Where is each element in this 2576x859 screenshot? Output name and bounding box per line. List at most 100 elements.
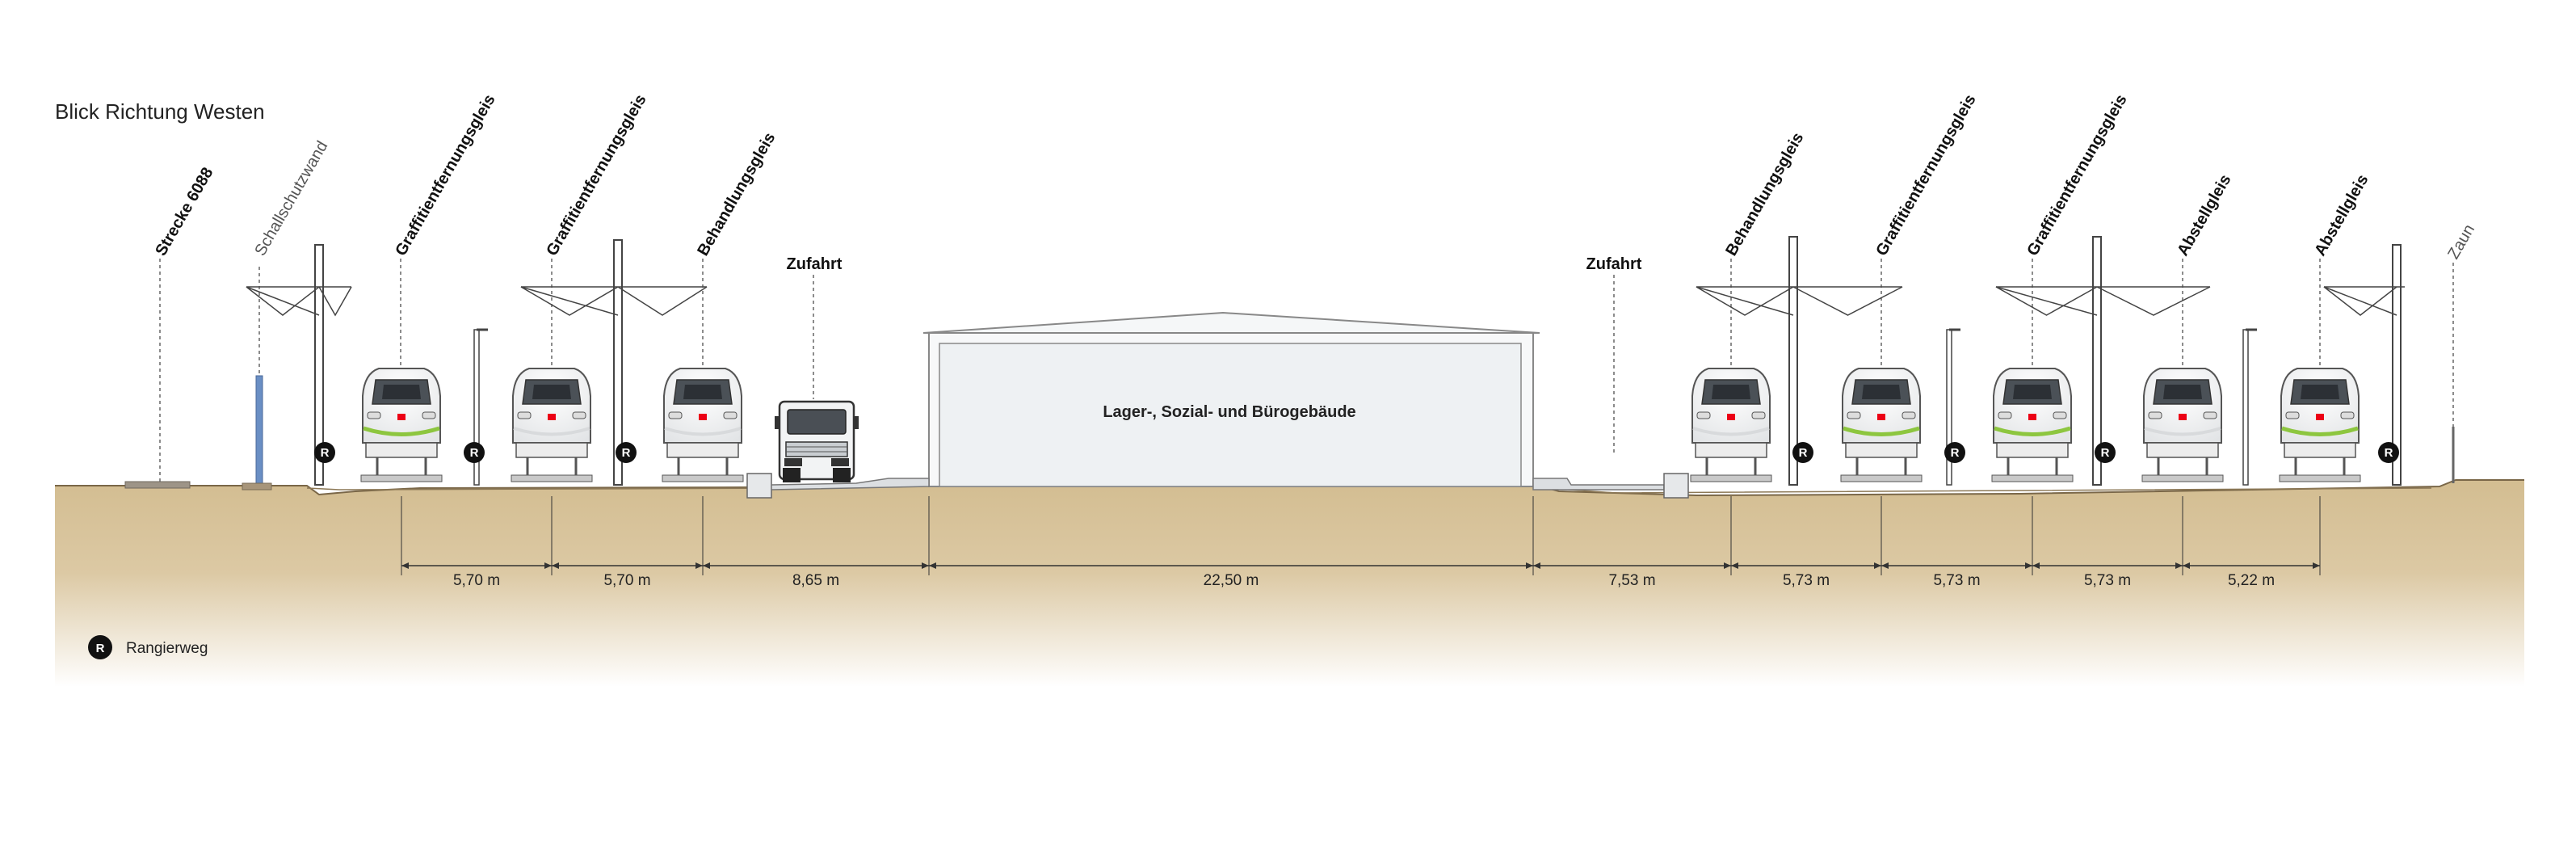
rangierweg-marker: R [2378, 442, 2399, 463]
access-road-right [1532, 473, 1689, 499]
label-graffiti-2: Graffitientfernungsgleis [543, 91, 649, 259]
legend-label: Rangierweg [126, 640, 208, 657]
train-stripe [1994, 426, 2071, 436]
dim-arrow [401, 562, 409, 569]
headlight [2148, 411, 2162, 419]
db-logo [548, 414, 556, 420]
train-stripe [1843, 426, 1920, 436]
track-strecke-6088 [124, 481, 191, 489]
headlight [1998, 411, 2012, 419]
dim-arrow [1526, 562, 1533, 569]
train [360, 368, 443, 482]
train-rail-base [2279, 474, 2361, 482]
catenary-mast [246, 244, 352, 486]
catenary-hanger [520, 286, 619, 316]
train-window-inner [1712, 385, 1750, 399]
r-circle [616, 442, 637, 463]
train-window-inner [382, 385, 421, 399]
lamp-post [473, 328, 488, 486]
dim-arrow [695, 562, 703, 569]
label-strecke: Strecke 6088 [152, 165, 216, 259]
building-label: Lager-, Sozial- und Bürogebäude [1103, 403, 1355, 421]
r-circle [2378, 442, 2399, 463]
dim-arrow [1533, 562, 1540, 569]
r-circle [1792, 442, 1813, 463]
lamp-post [1946, 328, 1960, 486]
dim-arrow [929, 562, 936, 569]
label-schallschutzwand: Schallschutzwand [251, 138, 331, 259]
catenary-masts [246, 236, 2405, 486]
mast-pole [2092, 236, 2102, 486]
catenary-brace [246, 286, 320, 316]
dimension-value: 5,70 m [453, 572, 500, 589]
headlight [2203, 411, 2217, 419]
headlight [723, 411, 738, 419]
label-graffiti-4: Graffitientfernungsgleis [2023, 91, 2130, 259]
train-window-inner [1862, 385, 1901, 399]
headlight [367, 411, 381, 419]
dim-arrow [1731, 562, 1738, 569]
train-bogie [1695, 442, 1767, 458]
dim-arrow [2032, 562, 2040, 569]
db-logo [1877, 414, 1885, 420]
headlight [1902, 411, 1916, 419]
train-window-inner [683, 385, 722, 399]
r-letter: R [1799, 446, 1808, 460]
r-letter: R [622, 446, 631, 460]
train [662, 368, 744, 482]
label-zufahrt-left: Zufahrt [787, 255, 843, 273]
db-logo [1727, 414, 1735, 420]
train-window-inner [532, 385, 571, 399]
dim-arrow [1724, 562, 1731, 569]
label-zufahrt-right: Zufahrt [1586, 255, 1642, 273]
lamp-posts [473, 328, 2257, 486]
headlight [422, 411, 436, 419]
diagram-title: Blick Richtung Westen [55, 99, 265, 124]
lamp-pole [2242, 329, 2249, 486]
dimension-value: 5,70 m [603, 572, 650, 589]
dimension-value: 8,65 m [792, 572, 839, 589]
train-window-inner [2013, 385, 2052, 399]
dim-arrow [2183, 562, 2190, 569]
dim-arrow [703, 562, 710, 569]
catenary-hanger [1995, 286, 2098, 316]
catenary-hanger [2323, 286, 2397, 316]
catenary-brace [1696, 286, 1794, 316]
train-stripe [2281, 426, 2359, 436]
train [1840, 368, 1923, 482]
catenary-hanger [2096, 286, 2211, 316]
dim-arrow [2025, 562, 2032, 569]
headlight [1847, 411, 1861, 419]
catenary-hanger [318, 286, 352, 317]
dim-arrow [1881, 562, 1889, 569]
rangierweg-marker: R [1792, 442, 1813, 463]
r-letter: R [2385, 446, 2393, 460]
rangierweg-marker: R [314, 442, 335, 463]
dimension-value: 5,73 m [1783, 572, 1830, 589]
catenary-brace [1995, 286, 2098, 316]
sound-barrier-wall [255, 375, 263, 487]
headlight [517, 411, 532, 419]
catenary-mast [1696, 236, 1903, 486]
train [1991, 368, 2074, 482]
train-stripe [363, 426, 440, 436]
train-rail-base [511, 474, 593, 482]
rangierweg-marker: R [464, 442, 485, 463]
train-bogie [515, 442, 588, 458]
train [511, 368, 593, 482]
r-letter: R [1951, 446, 1960, 460]
train [2279, 368, 2361, 482]
dim-arrow [544, 562, 552, 569]
dimension-value: 5,22 m [2228, 572, 2275, 589]
db-logo [2316, 414, 2324, 420]
wall-foundation [242, 482, 272, 491]
train-stripe [513, 427, 590, 436]
headlight [668, 411, 683, 419]
building: Lager-, Sozial- und Bürogebäude [922, 311, 1540, 487]
train-rail-base [1840, 474, 1923, 482]
service-truck [775, 400, 859, 482]
train-bogie [2284, 442, 2356, 458]
